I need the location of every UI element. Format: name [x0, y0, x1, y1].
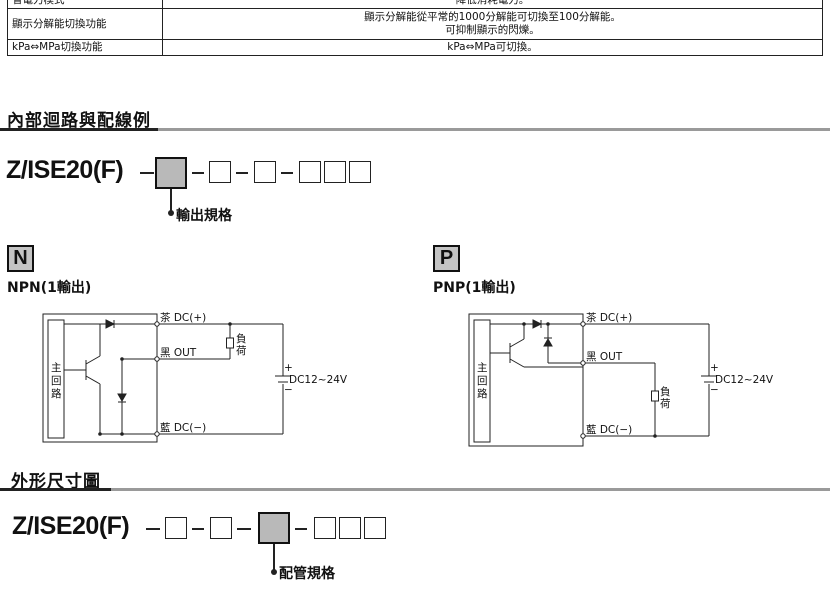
npn-minus: −	[284, 384, 293, 396]
npn-badge: N	[7, 245, 34, 272]
spec-label: 顯示分解能切換功能	[7, 8, 163, 40]
svg-text:荷: 荷	[660, 398, 671, 410]
section-title-dimensions: 外形尺寸圖	[11, 472, 101, 492]
option-box	[209, 161, 231, 183]
separator-dash	[140, 172, 154, 174]
model-code: Z/ISE20(F)	[6, 156, 124, 184]
pnp-badge: P	[433, 245, 460, 272]
svg-text:荷: 荷	[236, 345, 247, 357]
option-box	[254, 161, 276, 183]
svg-text:回: 回	[51, 375, 62, 387]
section-divider	[0, 488, 830, 491]
callout-dot	[271, 569, 277, 575]
model-code-dimensions: Z/ISE20(F)	[12, 512, 130, 540]
separator-dash	[192, 528, 204, 530]
pnp-load: 負	[660, 386, 671, 398]
npn-wire-blue: 藍 DC(−)	[160, 421, 206, 434]
callout-output-spec: 輸出規格	[176, 208, 232, 224]
svg-text:路: 路	[51, 387, 62, 400]
separator-dash	[146, 528, 160, 530]
spec-value: 顯示分解能從平常的1000分解能可切換至100分解能。 可抑制顯示的閃爍。	[162, 8, 823, 40]
spec-table: 省電力模式 降低消耗電力。 顯示分解能切換功能 顯示分解能從平常的1000分解能…	[7, 0, 823, 56]
callout-piping-spec: 配管規格	[279, 566, 335, 582]
svg-text:路: 路	[477, 387, 488, 400]
callout-leader	[170, 189, 172, 213]
spec-label: kPa⇔MPa切換功能	[7, 39, 163, 56]
option-box	[299, 161, 321, 183]
npn-load: 負	[236, 333, 247, 345]
npn-wire-black: 黑 OUT	[160, 347, 197, 359]
spec-value: 降低消耗電力。	[162, 0, 823, 9]
table-row: kPa⇔MPa切換功能 kPa⇔MPa可切換。	[7, 39, 823, 56]
option-box	[349, 161, 371, 183]
callout-dot	[168, 210, 174, 216]
pnp-supply: DC12~24V	[715, 374, 774, 386]
svg-text:回: 回	[477, 375, 488, 387]
npn-circuit-diagram: 主 回 路 茶 DC(+) 黑 OUT 藍 DC(−) 負 荷 + DC12~2…	[42, 311, 348, 443]
separator-dash	[237, 528, 251, 530]
option-box	[314, 517, 336, 539]
spec-value: kPa⇔MPa可切換。	[162, 39, 823, 56]
spec-label: 省電力模式	[7, 0, 163, 9]
spec-value-line1: 顯示分解能從平常的1000分解能可切換至100分解能。	[364, 11, 621, 23]
separator-dash	[281, 172, 293, 174]
pnp-wire-black: 黑 OUT	[586, 351, 623, 363]
option-box	[324, 161, 346, 183]
npn-block-label: 主	[51, 362, 62, 374]
pnp-circuit-diagram: 主 回 路 茶 DC(+) 黑 OUT 藍 DC(−) 負 荷 + DC12~2…	[468, 311, 774, 447]
separator-dash	[295, 528, 307, 530]
table-row: 顯示分解能切換功能 顯示分解能從平常的1000分解能可切換至100分解能。 可抑…	[7, 8, 823, 40]
separator-dash	[236, 172, 248, 174]
option-box	[339, 517, 361, 539]
piping-spec-box	[258, 512, 290, 544]
option-box	[210, 517, 232, 539]
pnp-block-label: 主	[477, 362, 488, 374]
option-box	[364, 517, 386, 539]
pnp-wire-brown: 茶 DC(+)	[586, 311, 632, 324]
option-box	[165, 517, 187, 539]
section-title-circuit: 內部迴路與配線例	[7, 111, 151, 131]
npn-plus: +	[284, 362, 293, 374]
npn-label: NPN(1輸出)	[7, 280, 92, 296]
npn-supply: DC12~24V	[289, 374, 348, 386]
pnp-minus: −	[710, 384, 719, 396]
spec-value-line2: 可抑制顯示的閃爍。	[445, 24, 540, 36]
table-row: 省電力模式 降低消耗電力。	[7, 0, 823, 9]
pnp-plus: +	[710, 362, 719, 374]
npn-wire-brown: 茶 DC(+)	[160, 311, 206, 324]
pnp-wire-blue: 藍 DC(−)	[586, 423, 632, 436]
pnp-label: PNP(1輸出)	[433, 280, 516, 296]
callout-leader	[273, 544, 275, 571]
separator-dash	[192, 172, 204, 174]
section-divider	[0, 128, 830, 131]
output-spec-box	[155, 157, 187, 189]
